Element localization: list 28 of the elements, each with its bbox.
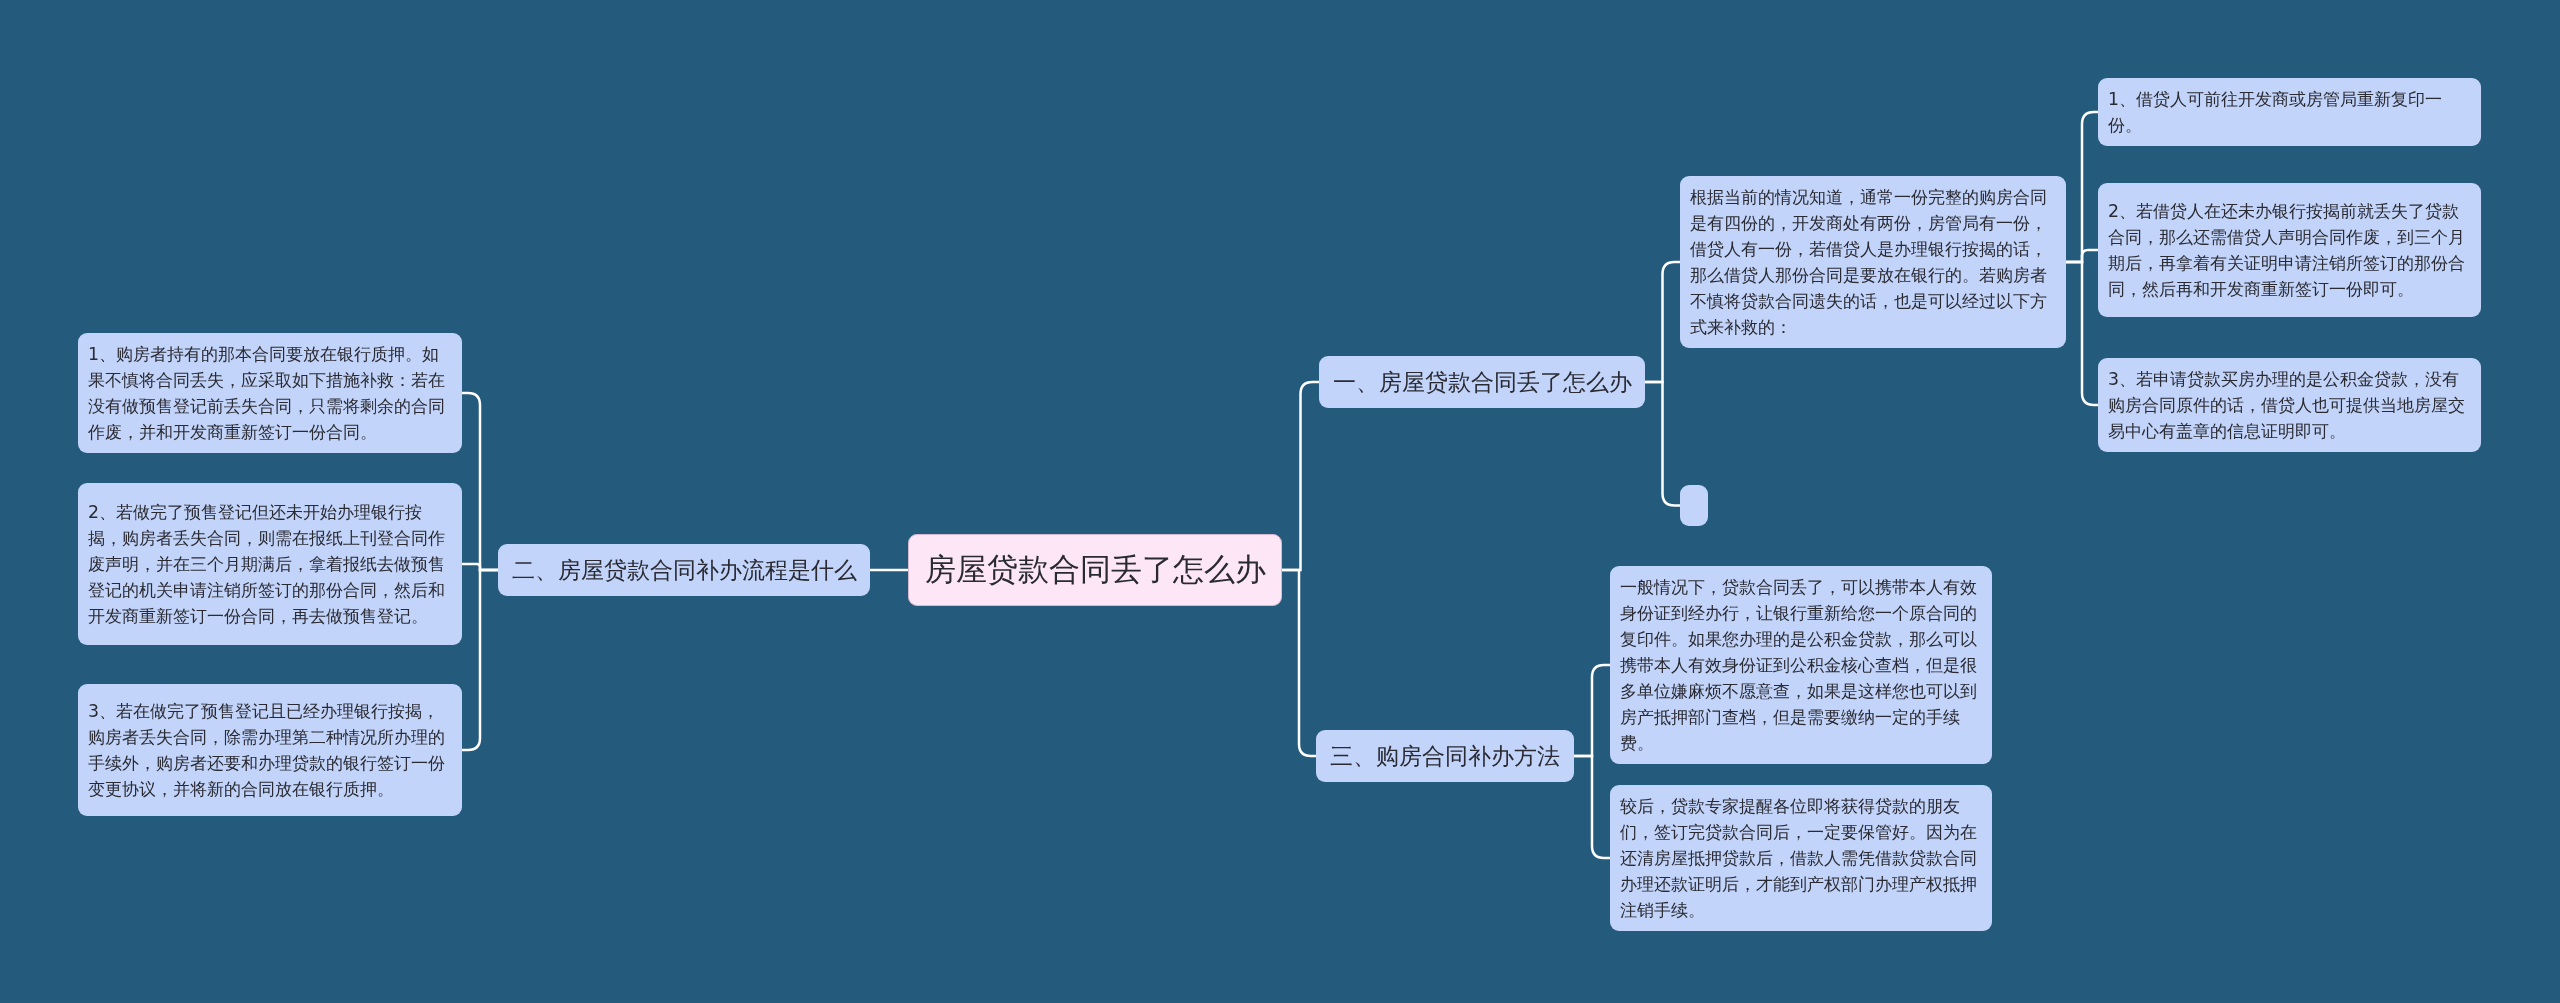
note-box xyxy=(2098,183,2481,317)
note-box xyxy=(2098,78,2481,146)
note-text: 1、购房者持有的那本合同要放在银行质押。如果不慎将合同丢失，应采取如下措施补救：若在没有做预售登记前丢失合同，只需将剩余的合同作废，并和开发商重新签订一份合同。 xyxy=(88,343,446,444)
topic-text: 一、房屋贷款合同丢了怎么办 xyxy=(1333,367,1632,397)
topic-text: 房屋贷款合同丢了怎么办 xyxy=(925,550,1266,589)
topic-box xyxy=(1316,730,1574,782)
note-text: 3、若申请贷款买房办理的是公积金贷款，没有购房合同原件的话，借贷人也可提供当地房屋交易中心有盖章的信息证明即可。 xyxy=(2108,368,2466,443)
empty-box xyxy=(1680,485,1708,526)
note-box xyxy=(78,333,462,453)
note-box xyxy=(1610,566,1992,764)
topic-box xyxy=(498,544,870,596)
note-text: 一般情况下，贷款合同丢了，可以携带本人有效身份证到经办行，让银行重新给您一个原合同的复印件。如果您办理的是公积金贷款，那么可以携带本人有效身份证到公积金核心查档，但是很多单位嫌麻烦不愿意查，如果是这样您也可以到房产抵押部门查档，但是需要缴纳一定的手续费。 xyxy=(1620,576,1978,755)
note-text: 3、若在做完了预售登记且已经办理银行按揭，购房者丢失合同，除需办理第二种情况所办理的手续外，购房者还要和办理贷款的银行签订一份变更协议，并将新的合同放在银行质押。 xyxy=(88,700,446,801)
note-text: 2、若做完了预售登记但还未开始办理银行按揭，购房者丢失合同，则需在报纸上刊登合同作废声明，并在三个月期满后，拿着报纸去做预售登记的机关申请注销所签订的那份合同，然后和开发商重新签订一份合同，再去做预售登记。 xyxy=(88,501,446,628)
note-text: 1、借贷人可前往开发商或房管局重新复印一份。 xyxy=(2108,88,2443,137)
connector-line xyxy=(870,568,908,572)
note-box xyxy=(1610,785,1992,931)
note-box xyxy=(2098,358,2481,452)
topic-text: 二、房屋贷款合同补办流程是什么 xyxy=(512,555,857,585)
note-text: 根据当前的情况知道，通常一份完整的购房合同是有四份的，开发商处有两份，房管局有一份，借贷人有一份，若借贷人是办理银行按揭的话，那么借贷人那份合同是要放在银行的。若购房者不慎将贷款合同遗失的话，也是可以经过以下方式来补救的： xyxy=(1690,186,2048,339)
note-box xyxy=(78,684,462,816)
topic-box xyxy=(1319,356,1645,408)
note-text: 2、若借贷人在还未办银行按揭前就丢失了贷款合同，那么还需借贷人声明合同作废，到三个月期后，再拿着有关证明申请注销所签订的那份合同，然后再和开发商重新签订一份即可。 xyxy=(2108,200,2466,301)
note-text: 较后，贷款专家提醒各位即将获得贷款的朋友们，签订完贷款合同后，一定要保管好。因为在还清房屋抵押贷款后，借款人需凭借款贷款合同办理还款证明后，才能到产权部门办理产权抵押注销手续。 xyxy=(1620,795,1978,922)
note-box xyxy=(78,483,462,645)
note-box xyxy=(1680,176,2066,348)
topic-text: 三、购房合同补办方法 xyxy=(1330,741,1560,771)
central-topic-box xyxy=(908,534,1282,606)
